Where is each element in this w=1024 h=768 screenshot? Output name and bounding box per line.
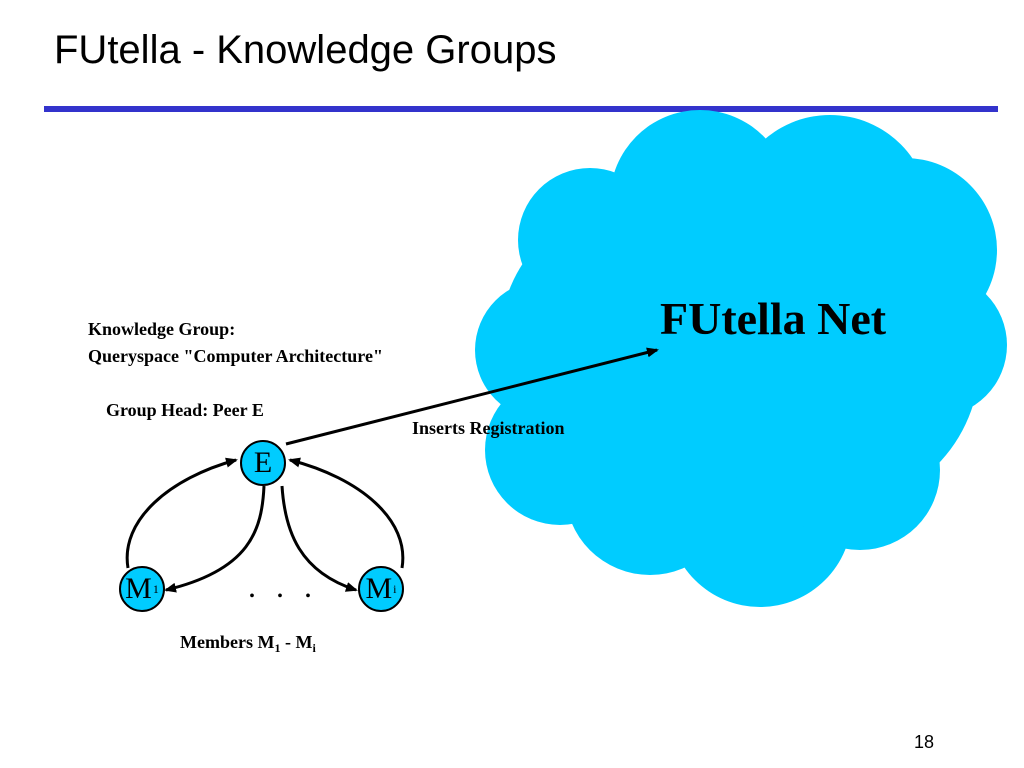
members-caption-sub2: i bbox=[312, 641, 316, 655]
members-caption-prefix: Members M bbox=[180, 632, 275, 652]
node-member-i-base: M bbox=[365, 572, 393, 605]
node-head-label: E bbox=[253, 446, 273, 479]
page-number: 18 bbox=[914, 732, 935, 752]
title-rule bbox=[44, 106, 998, 112]
cloud-shape bbox=[475, 110, 1007, 607]
members-caption-sub1: 1 bbox=[274, 641, 281, 655]
group-head-label: Group Head: Peer E bbox=[106, 400, 264, 420]
members-caption: Members M1 - Mi bbox=[180, 632, 316, 655]
arrow-e-to-mi bbox=[280, 485, 358, 592]
registration-arrow bbox=[285, 347, 659, 446]
members-caption-middle: - M bbox=[280, 632, 313, 652]
knowledge-group-line2: Queryspace "Computer Architecture" bbox=[88, 346, 383, 366]
cloud-label: FUtella Net bbox=[660, 293, 887, 344]
knowledge-group-line1: Knowledge Group: bbox=[88, 319, 236, 339]
arrow-e-to-m1 bbox=[164, 485, 266, 593]
knowledge-group-label: Knowledge Group: Queryspace "Computer Ar… bbox=[88, 316, 383, 370]
members-ellipsis: . . . bbox=[248, 568, 318, 604]
arrow-mi-to-e bbox=[288, 457, 405, 569]
arrow-m1-to-e bbox=[125, 457, 238, 569]
slide-title: FUtella - Knowledge Groups bbox=[54, 28, 557, 72]
node-head-e: E bbox=[240, 440, 286, 486]
registration-label: Inserts Registration bbox=[412, 418, 565, 438]
node-member-1-base: M bbox=[125, 572, 152, 605]
